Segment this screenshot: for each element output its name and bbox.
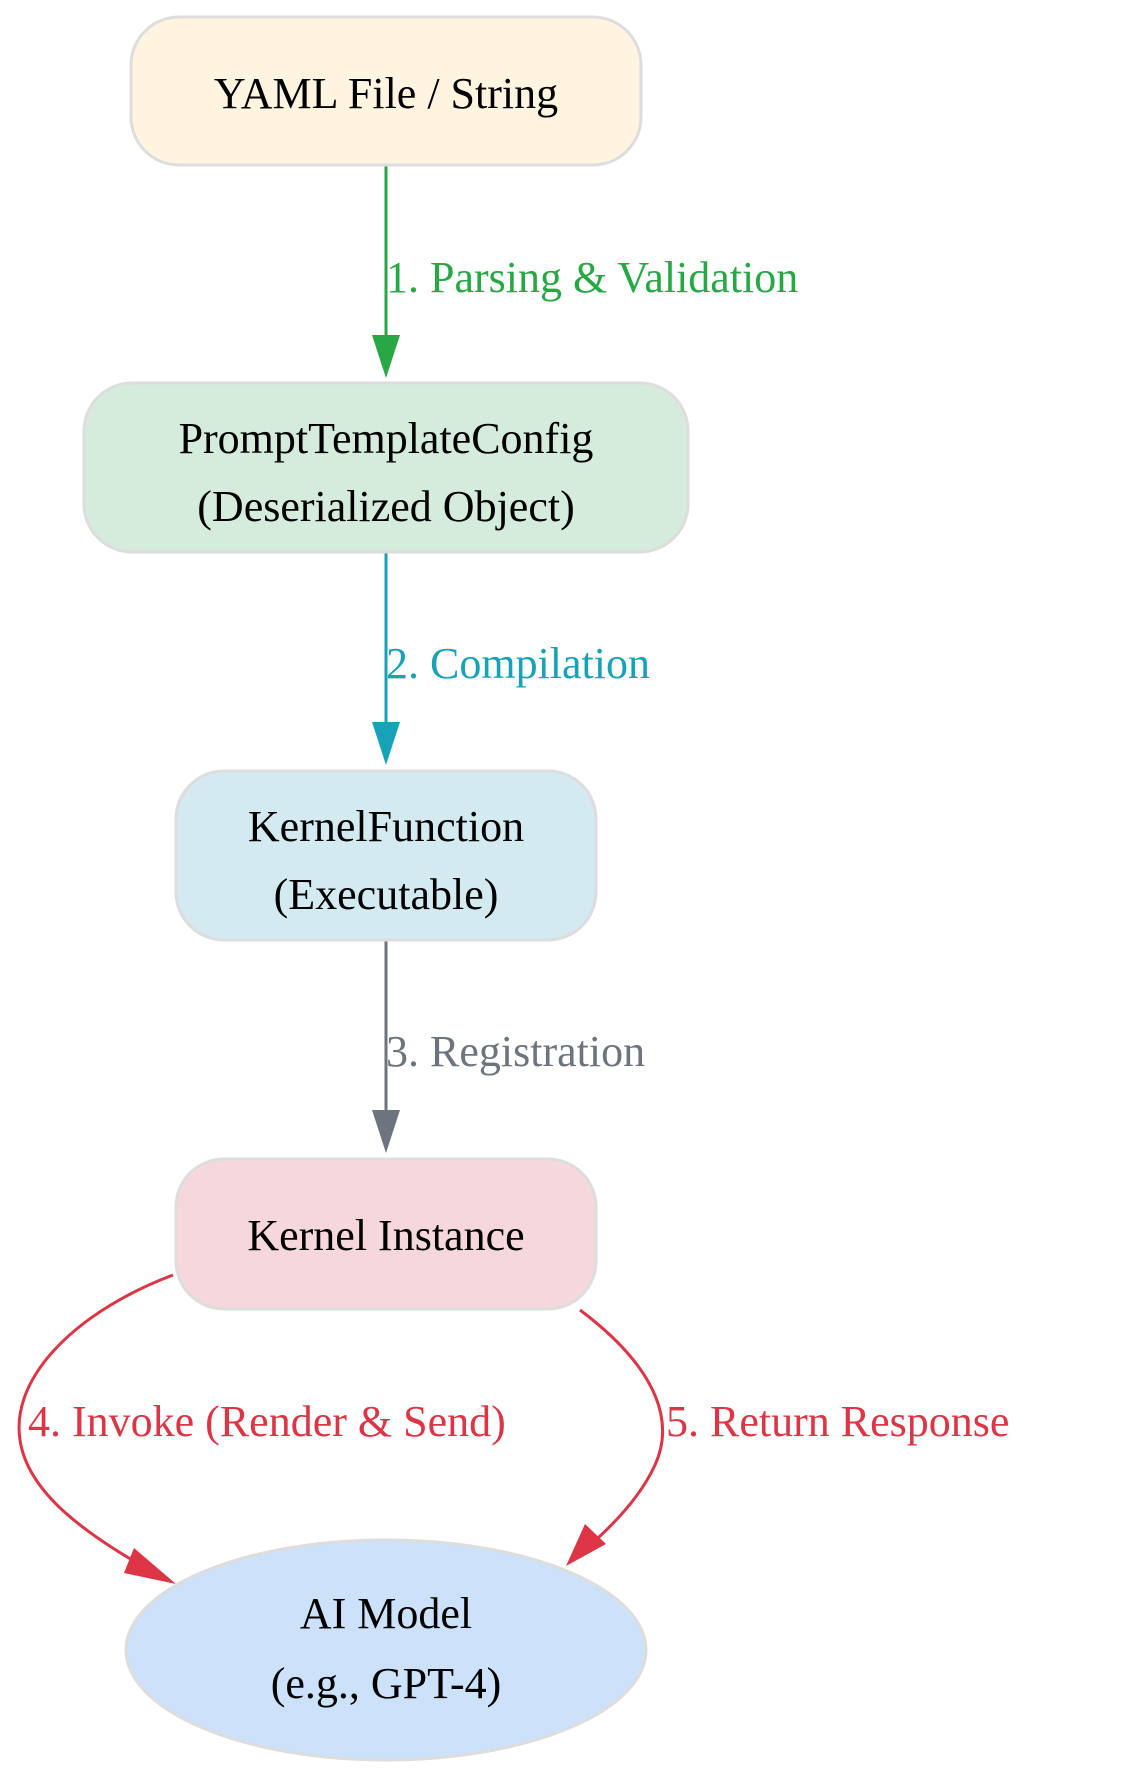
edge-return-arrowhead (566, 1524, 606, 1566)
node-kernel-function-box (174, 769, 598, 942)
node-kernel-function-title: KernelFunction (248, 802, 524, 851)
edge-compilation-label: 2. Compilation (386, 639, 650, 688)
node-kernel-instance-label: Kernel Instance (247, 1211, 524, 1260)
node-kernel-instance: Kernel Instance (174, 1157, 598, 1311)
node-yaml-file-box (129, 15, 643, 167)
edge-registration: 3. Registration (372, 940, 645, 1153)
node-yaml-file: YAML File / String (129, 15, 643, 167)
node-prompt-template-config-title: PromptTemplateConfig (179, 414, 594, 463)
node-prompt-template-config-subtitle: (Deserialized Object) (197, 482, 574, 531)
edge-registration-label: 3. Registration (386, 1027, 645, 1076)
node-yaml-file-label: YAML File / String (214, 69, 558, 118)
node-prompt-template-config: PromptTemplateConfig (Deserialized Objec… (82, 381, 690, 554)
node-kernel-function: KernelFunction (Executable) (174, 769, 598, 942)
edge-parsing-arrowhead (372, 335, 400, 378)
edge-invoke-label: 4. Invoke (Render & Send) (28, 1397, 506, 1446)
node-ai-model-title: AI Model (300, 1589, 472, 1638)
node-ai-model-subtitle: (e.g., GPT-4) (271, 1659, 502, 1708)
node-prompt-template-config-box (82, 381, 690, 554)
edge-return-curve (579, 1308, 665, 1540)
node-kernel-function-subtitle: (Executable) (274, 870, 499, 919)
node-kernel-instance-box (174, 1157, 598, 1311)
edge-return-label: 5. Return Response (666, 1397, 1009, 1446)
edge-registration-arrowhead (372, 1110, 400, 1153)
node-ai-model-ellipse (124, 1538, 648, 1762)
node-ai-model: AI Model (e.g., GPT-4) (124, 1538, 648, 1762)
edge-invoke: 4. Invoke (Render & Send) (17, 1273, 506, 1584)
edge-invoke-arrowhead (124, 1548, 176, 1584)
edge-invoke-curve (17, 1273, 174, 1568)
edge-parsing-label: 1. Parsing & Validation (386, 253, 798, 302)
edge-parsing: 1. Parsing & Validation (372, 165, 798, 378)
edge-compilation-arrowhead (372, 722, 400, 765)
edge-compilation: 2. Compilation (372, 552, 650, 765)
edge-return: 5. Return Response (566, 1308, 1009, 1566)
